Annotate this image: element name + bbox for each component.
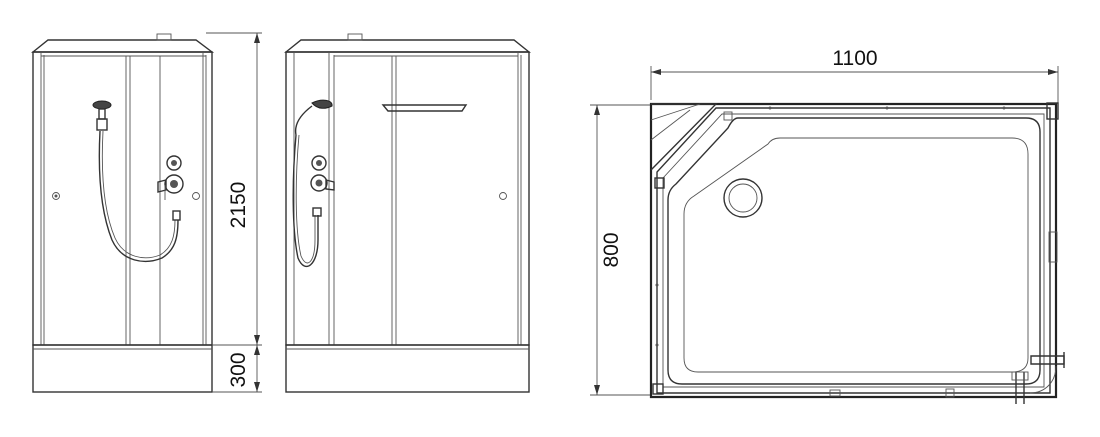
front-tray (32, 344, 213, 393)
depth-dimension: 800 (590, 104, 651, 396)
front-door-handle-left (52, 192, 60, 200)
front-center-panel (125, 55, 161, 346)
depth-dimension-label: 800 (600, 232, 623, 267)
front-shower-head (92, 100, 112, 110)
top-view: 1100 800 (590, 47, 1065, 404)
tray-basin (683, 137, 1029, 373)
drain-outer (723, 178, 763, 218)
front-cabin-body (32, 51, 213, 346)
tray-outline (667, 117, 1041, 385)
side-mixer-knob-bottom (310, 174, 328, 192)
width-dimension-label: 1100 (832, 47, 877, 70)
front-mixer-knob-top (166, 155, 182, 171)
front-door-handle-right (192, 192, 200, 200)
side-door-handle (499, 192, 507, 200)
top-cabin-outline (649, 102, 1058, 399)
front-mixer-knob-bottom (164, 174, 184, 194)
side-roof (284, 39, 531, 53)
drain-inner (728, 183, 758, 213)
side-mixer-knob-top (311, 155, 327, 171)
side-tray (285, 344, 530, 393)
right-pipe-fitting (1030, 355, 1065, 365)
height-dimension-label: 2150 (227, 182, 250, 229)
tray-height-dimension-label: 300 (227, 352, 250, 387)
front-shower-hose (98, 130, 179, 263)
front-roof (31, 39, 215, 53)
height-dimension: 2150 300 (206, 32, 262, 393)
side-view (284, 33, 531, 393)
front-mixer-spout (157, 179, 167, 193)
front-view: 2150 300 (31, 32, 262, 393)
side-shower-hose (292, 134, 319, 268)
side-cabin-body (285, 51, 530, 346)
side-towel-rail (381, 104, 468, 112)
side-shower-head (311, 99, 333, 109)
front-roof-vent (156, 33, 172, 41)
width-dimension: 1100 (650, 47, 1059, 103)
